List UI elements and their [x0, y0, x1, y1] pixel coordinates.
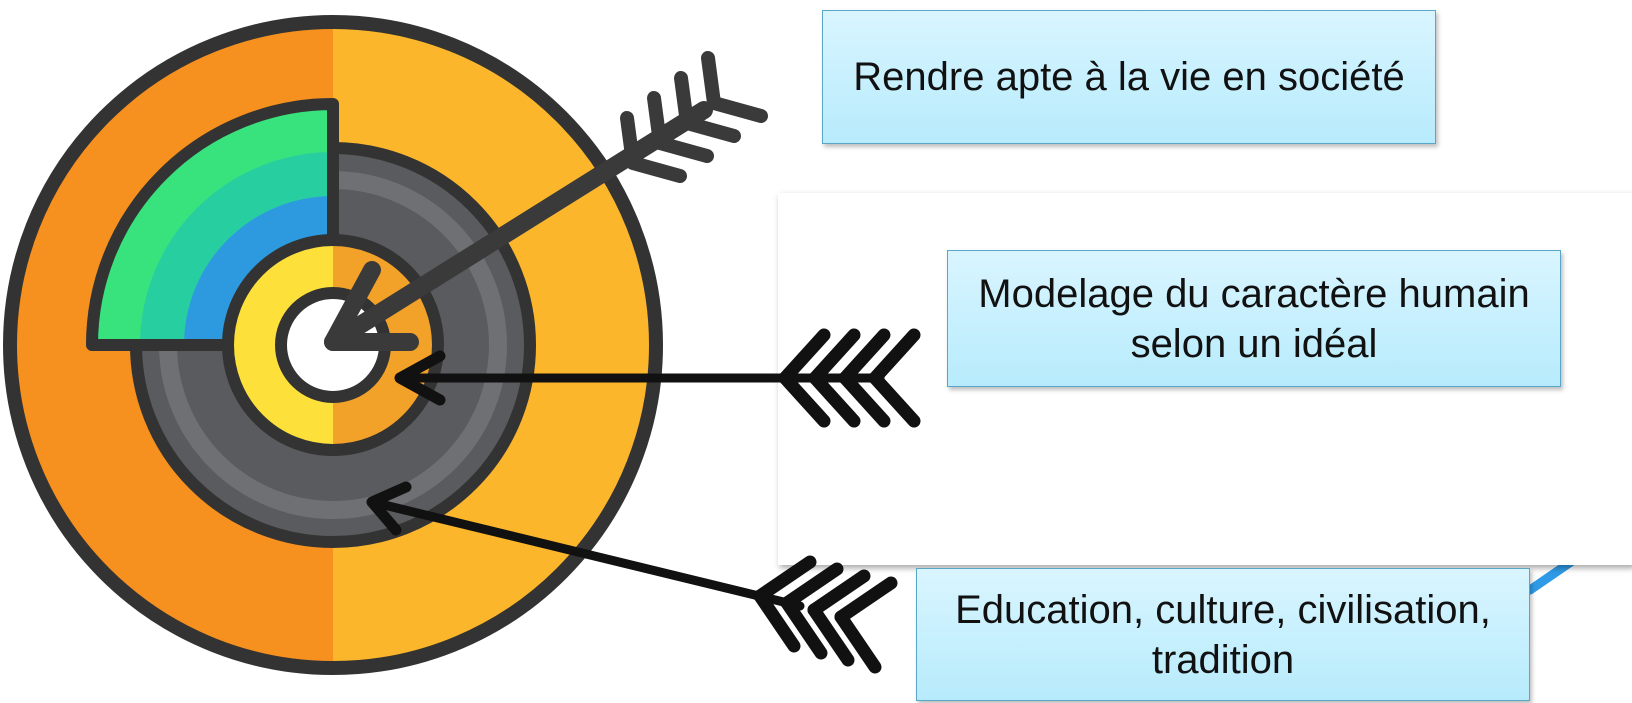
target-icon — [3, 15, 663, 675]
callout-character-text: Modelage du caractère humain selon un id… — [978, 271, 1530, 366]
callout-society: Rendre apte à la vie en société — [822, 10, 1436, 144]
arrow-icon — [366, 481, 898, 674]
callout-society-text: Rendre apte à la vie en société — [853, 55, 1405, 99]
callout-character: Modelage du caractère humain selon un id… — [947, 250, 1561, 387]
callout-education: Education, culture, civilisation, tradit… — [916, 568, 1530, 701]
arrow-icon — [324, 51, 768, 351]
arrow-icon — [394, 328, 921, 428]
callout-education-text: Education, culture, civilisation, tradit… — [955, 587, 1491, 682]
